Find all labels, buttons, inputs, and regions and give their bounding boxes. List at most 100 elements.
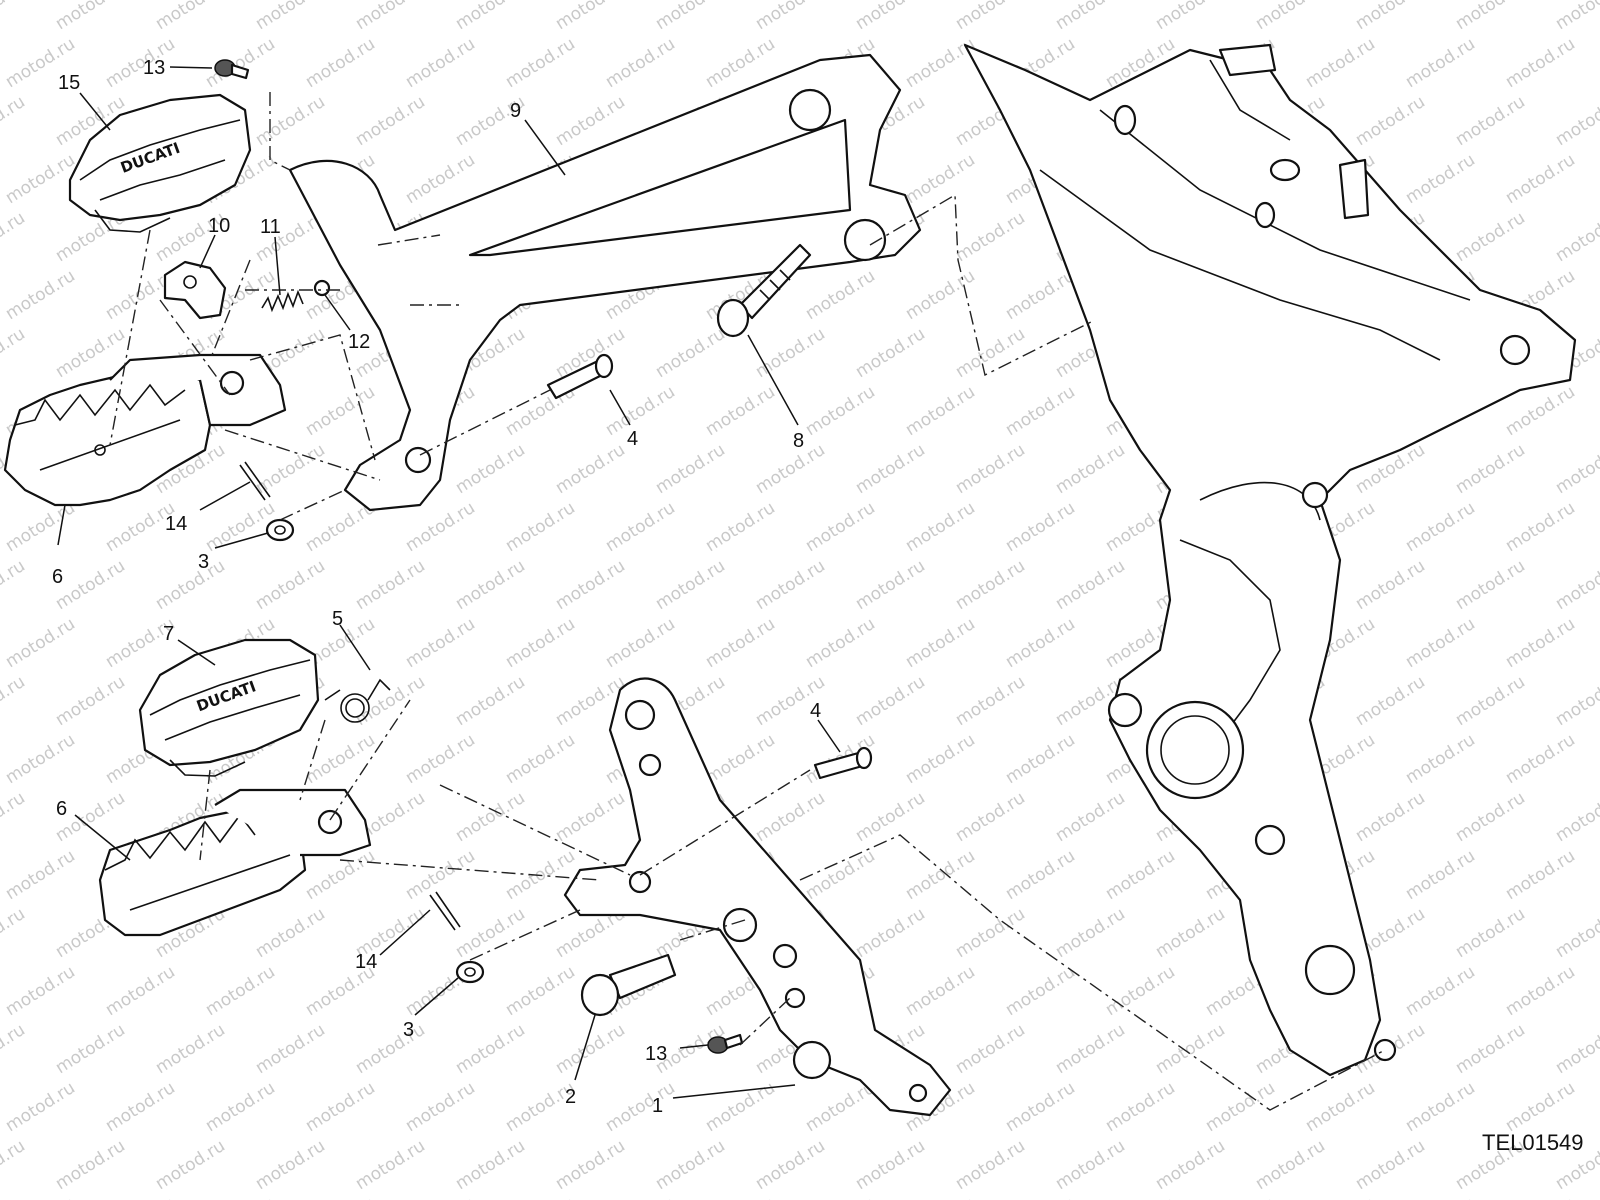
watermark-text: motod.ru [902, 962, 979, 1020]
watermark-text: motod.ru [1452, 788, 1529, 846]
return-spring [324, 678, 391, 723]
footrest-bracket-upper [288, 53, 922, 512]
watermark-text: motod.ru [752, 1136, 829, 1194]
watermark-text: motod.ru [652, 0, 729, 34]
watermark-text: motod.ru [1502, 1078, 1579, 1136]
watermark-text: motod.ru [102, 962, 179, 1020]
watermark-text: motod.ru [952, 324, 1029, 382]
watermark-text: motod.ru [952, 208, 1029, 266]
callout-6: 6 [52, 566, 63, 588]
watermark-text: motod.ru [202, 962, 279, 1020]
watermark-text: motod.ru [1402, 730, 1479, 788]
watermark-text: motod.ru [1552, 788, 1600, 846]
watermark-text: motod.ru [1052, 788, 1129, 846]
watermark-text: motod.ru [852, 0, 929, 34]
callout-12: 12 [348, 331, 370, 353]
watermark-text: motod.ru [52, 1136, 129, 1194]
watermark-text: motod.ru [902, 730, 979, 788]
watermark-text: motod.ru [102, 34, 179, 92]
watermark-text: motod.ru [902, 1194, 979, 1200]
callout-8: 8 [793, 430, 804, 452]
watermark-text: motod.ru [802, 266, 879, 324]
watermark-text: motod.ru [0, 1136, 29, 1194]
watermark-text: motod.ru [452, 556, 529, 614]
watermark-text: motod.ru [1502, 150, 1579, 208]
watermark-text: motod.ru [552, 556, 629, 614]
watermark-text: motod.ru [2, 730, 79, 788]
watermark-text: motod.ru [1102, 846, 1179, 904]
watermark-text: motod.ru [1402, 34, 1479, 92]
watermark-text: motod.ru [602, 382, 679, 440]
callout-14-lower: 14 [355, 951, 377, 973]
watermark-text: motod.ru [1402, 498, 1479, 556]
callout-5: 5 [332, 608, 343, 630]
watermark-text: motod.ru [752, 440, 829, 498]
callout-11: 11 [260, 216, 281, 238]
watermark-text: motod.ru [852, 672, 929, 730]
callout-3-lower: 3 [403, 1019, 414, 1041]
callout-6-lower: 6 [56, 798, 67, 820]
watermark-text: motod.ru [1152, 904, 1229, 962]
watermark-text: motod.ru [1002, 846, 1079, 904]
watermark-text: motod.ru [302, 34, 379, 92]
watermark-text: motod.ru [1002, 1194, 1079, 1200]
watermark-text: motod.ru [52, 1020, 129, 1078]
watermark-text: motod.ru [502, 730, 579, 788]
watermark-text: motod.ru [702, 1078, 779, 1136]
watermark-text: motod.ru [402, 614, 479, 672]
watermark-text: motod.ru [352, 0, 429, 34]
watermark-text: motod.ru [2, 266, 79, 324]
callout-numbers: 13 15 9 10 11 12 4 8 14 3 6 7 5 4 6 14 3… [52, 57, 821, 1117]
detent-plate [163, 260, 227, 320]
rivet-upper [214, 59, 250, 80]
watermark-text: motod.ru [452, 0, 529, 34]
watermark-text: motod.ru [1452, 208, 1529, 266]
callout-9: 9 [510, 100, 521, 122]
watermark-text: motod.ru [952, 0, 1029, 34]
footrest-bracket-lower [563, 677, 952, 1117]
watermark-text: motod.ru [1502, 730, 1579, 788]
callout-14: 14 [165, 513, 187, 535]
watermark-text: motod.ru [52, 0, 129, 34]
watermark-text: motod.ru [952, 440, 1029, 498]
watermark-text: motod.ru [1502, 614, 1579, 672]
callout-15: 15 [58, 72, 80, 94]
watermark-text: motod.ru [1352, 556, 1429, 614]
watermark-text: motod.ru [902, 382, 979, 440]
watermark-text: motod.ru [502, 1194, 579, 1200]
watermark-text: motod.ru [1202, 1078, 1279, 1136]
watermark-text: motod.ru [1102, 1194, 1179, 1200]
watermark-text: motod.ru [2, 846, 79, 904]
watermark-text: motod.ru [1552, 904, 1600, 962]
callout-4: 4 [627, 428, 638, 450]
watermark-text: motod.ru [1002, 1078, 1079, 1136]
watermark-text: motod.ru [852, 904, 929, 962]
watermark-text: motod.ru [0, 788, 29, 846]
watermark-text: motod.ru [752, 556, 829, 614]
watermark-text: motod.ru [102, 1078, 179, 1136]
watermark-text: motod.ru [952, 788, 1029, 846]
watermark-text: motod.ru [0, 672, 29, 730]
watermark-text: motod.ru [2, 962, 79, 1020]
watermark-text: motod.ru [0, 904, 29, 962]
watermark-text: motod.ru [552, 0, 629, 34]
watermark-text: motod.ru [902, 846, 979, 904]
watermark-text: motod.ru [652, 324, 729, 382]
watermark-text: motod.ru [0, 1020, 29, 1078]
watermark-text: motod.ru [1502, 1194, 1579, 1200]
watermark-text: motod.ru [752, 0, 829, 34]
watermark-text: motod.ru [1452, 1020, 1529, 1078]
footpeg-rubber-upper: DUCATI [68, 93, 252, 233]
watermark-text: motod.ru [1052, 440, 1129, 498]
watermark-text: motod.ru [52, 672, 129, 730]
watermark-text: motod.ru [0, 0, 29, 34]
watermark-text: motod.ru [1502, 34, 1579, 92]
watermark-text: motod.ru [602, 34, 679, 92]
watermark-text: motod.ru [152, 0, 229, 34]
watermark-text: motod.ru [502, 962, 579, 1020]
watermark-text: motod.ru [402, 846, 479, 904]
watermark-text: motod.ru [702, 1194, 779, 1200]
watermark-text: motod.ru [1452, 904, 1529, 962]
watermark-text: motod.ru [902, 34, 979, 92]
watermark-text: motod.ru [1552, 208, 1600, 266]
